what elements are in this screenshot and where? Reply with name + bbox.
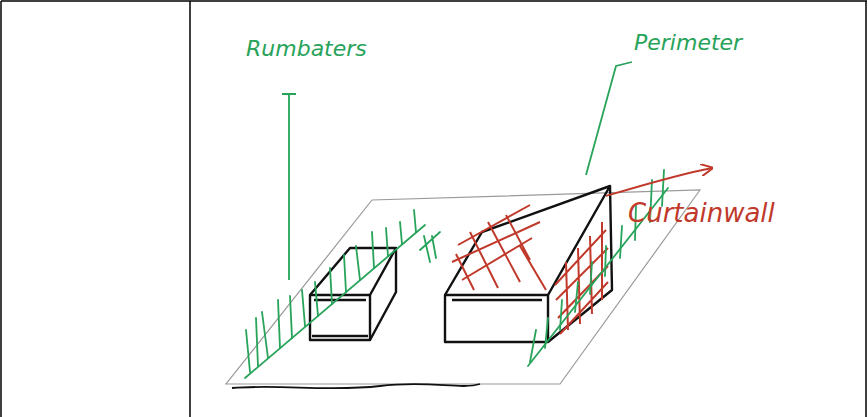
leader-line — [586, 62, 632, 175]
ground-scribble — [232, 384, 480, 388]
curtainwall-hatching — [452, 205, 608, 334]
right-building — [445, 186, 612, 342]
annotation-label: Rumbaters — [246, 36, 367, 61]
leader-arrow — [606, 168, 712, 196]
annotation-label: Perimeter — [634, 30, 742, 55]
perimeter-strokes — [245, 170, 668, 378]
leader-line — [282, 94, 296, 280]
annotation-label: Curtainwall — [628, 198, 775, 228]
left-building — [310, 248, 396, 340]
